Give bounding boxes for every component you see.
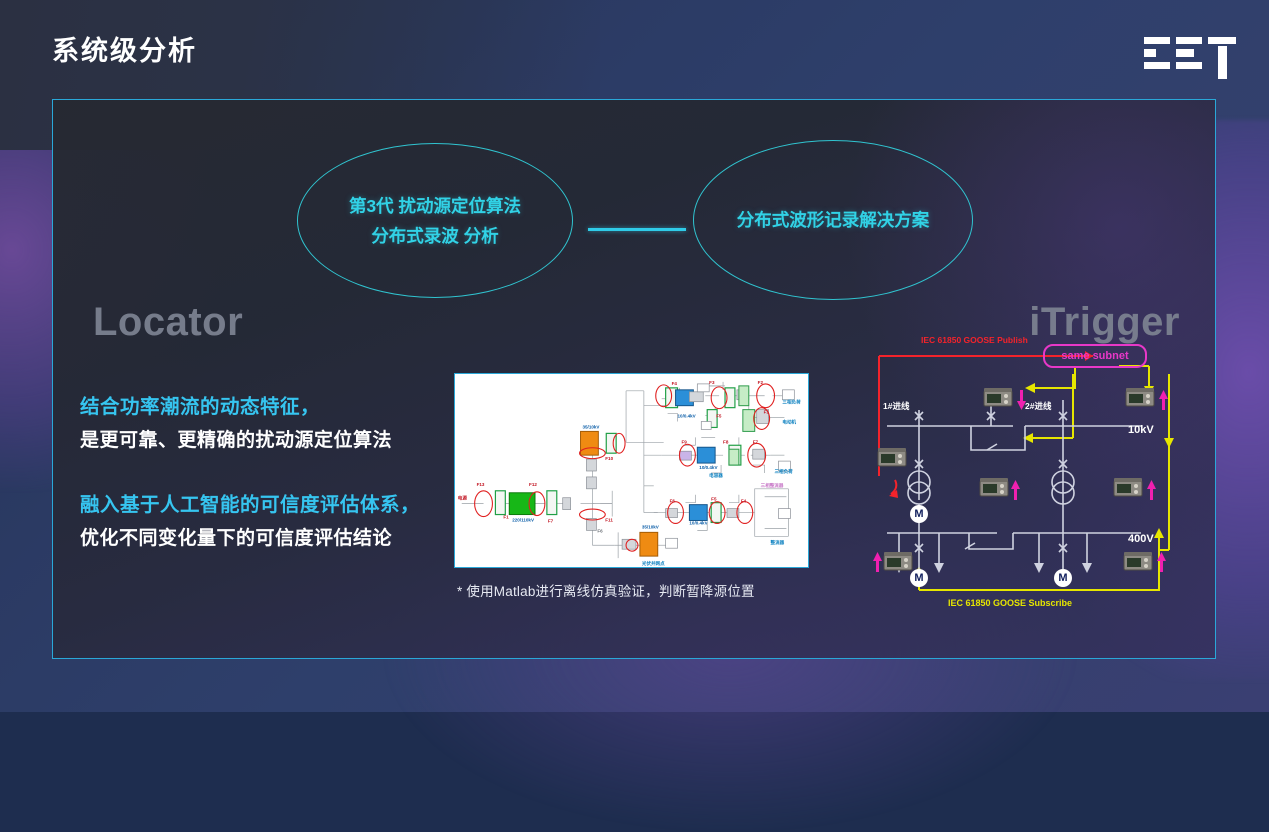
svg-text:光伏并网点: 光伏并网点 (641, 560, 665, 567)
svg-text:F5: F5 (716, 414, 722, 419)
watermark-itrigger: iTrigger (1029, 300, 1180, 344)
ied-device-icon-4 (979, 478, 1009, 498)
svg-text:F10: F10 (605, 456, 613, 461)
svg-text:10/0.4kV: 10/0.4kV (678, 414, 696, 419)
svg-text:F3: F3 (709, 380, 715, 385)
svg-text:10/0.4kV: 10/0.4kV (689, 520, 707, 525)
svg-text:F2: F2 (758, 380, 764, 385)
feeder2-label: 2#进线 (1025, 401, 1052, 411)
svg-text:F13: F13 (477, 482, 485, 487)
goose-publish-label: IEC 61850 GOOSE Publish (921, 335, 1028, 345)
svg-text:F1: F1 (503, 515, 509, 520)
svg-text:电源: 电源 (458, 495, 468, 502)
text-block1-highlight: 结合功率潮流的动态特征， (80, 396, 321, 418)
ellipse-right-line1: 分布式波形记录解决方案 (736, 210, 930, 230)
svg-text:F1: F1 (764, 410, 770, 415)
direction-arrow-down-1 (1017, 390, 1026, 410)
direction-arrow-up-5 (1157, 552, 1166, 572)
svg-text:三相负荷: 三相负荷 (782, 399, 801, 406)
single-line-diagram: IEC 61850 GOOSE Publish same subnet 1#进线… (873, 330, 1193, 630)
text-block2-highlight: 融入基于人工智能的可信度评估体系， (80, 494, 421, 516)
ellipse-left-line2: 分布式录波 分析 (371, 225, 499, 246)
same-subnet-badge: same subnet (1043, 344, 1147, 368)
direction-arrow-up-1 (1159, 390, 1168, 410)
watermark-locator: Locator (93, 300, 244, 344)
svg-text:F11: F11 (605, 517, 613, 522)
direction-arrow-up-2 (1011, 480, 1020, 500)
ied-device-icon-1 (983, 388, 1013, 408)
svg-text:三相整流器: 三相整流器 (761, 482, 784, 489)
direction-arrow-up-3 (1147, 480, 1156, 500)
ellipse-left-line1: 第3代 扰动源定位算法 (348, 195, 522, 216)
svg-text:F7: F7 (548, 518, 554, 523)
left-text-block: 结合功率潮流的动态特征， 是更可靠、更精确的扰动源定位算法 融入基于人工智能的可… (80, 390, 480, 556)
same-subnet-label: same subnet (1061, 350, 1129, 362)
voltage-lv-label: 400V (1128, 533, 1154, 545)
ied-device-icon-3 (877, 448, 907, 468)
ied-device-icon-7 (1123, 552, 1153, 572)
svg-text:F6: F6 (597, 528, 603, 533)
content-panel: Locator iTrigger 第3代 扰动源定位算法 分布式录波 分析 分布… (52, 99, 1216, 659)
page-title: 系统级分析 (52, 36, 197, 66)
direction-arrow-up-4 (873, 552, 882, 572)
svg-text:电动机: 电动机 (782, 418, 796, 425)
svg-text:F4: F4 (741, 499, 747, 504)
text-block1-body: 是更可靠、更精确的扰动源定位算法 (80, 430, 393, 451)
svg-text:电容器: 电容器 (709, 472, 723, 479)
svg-text:F9: F9 (681, 439, 687, 444)
svg-text:35/10kV: 35/10kV (642, 524, 659, 529)
sld-svg (878, 351, 1174, 591)
voltage-hv-label: 10kV (1128, 424, 1154, 436)
ied-device-icon-5 (1113, 478, 1143, 498)
svg-text:F8: F8 (723, 439, 729, 444)
svg-text:整流器: 整流器 (771, 539, 785, 546)
text-spacer (80, 458, 480, 488)
cet-logo (1144, 37, 1236, 79)
svg-text:10/0.4kV: 10/0.4kV (699, 465, 717, 470)
ellipse-locator-algorithm: 第3代 扰动源定位算法 分布式录波 分析 (297, 143, 573, 298)
text-block2-body: 优化不同变化量下的可信度评估结论 (80, 528, 393, 549)
svg-text:F5: F5 (711, 497, 717, 502)
goose-subscribe-label: IEC 61850 GOOSE Subscribe (948, 598, 1073, 608)
motor-icon-2: M (910, 569, 928, 587)
ied-device-icon-2 (1125, 388, 1155, 408)
ellipse-connector-line (588, 228, 686, 231)
ellipse-waveform-solution: 分布式波形记录解决方案 (693, 140, 973, 300)
matlab-figure-caption: * 使用Matlab进行离线仿真验证，判断暂降源位置 (457, 584, 755, 599)
svg-text:三相负荷: 三相负荷 (775, 468, 794, 475)
feeder1-label: 1#进线 (883, 401, 910, 411)
svg-text:F4: F4 (672, 381, 678, 386)
svg-text:F7: F7 (753, 439, 759, 444)
svg-text:F12: F12 (529, 482, 537, 487)
matlab-simulink-figure: 电源 F13 F1 220/110kV F12 F7 35/10kV F10 F… (454, 373, 809, 568)
ied-device-icon-6 (883, 552, 913, 572)
svg-text:220/110kV: 220/110kV (512, 517, 534, 522)
motor-icon-3: M (1054, 569, 1072, 587)
matlab-diagram-svg: 电源 F13 F1 220/110kV F12 F7 35/10kV F10 F… (458, 380, 801, 567)
svg-text:F6: F6 (670, 499, 676, 504)
slide-header: 系统级分析 (0, 0, 1269, 96)
svg-text:35/10kV: 35/10kV (583, 424, 600, 429)
motor-icon-1: M (910, 505, 928, 523)
